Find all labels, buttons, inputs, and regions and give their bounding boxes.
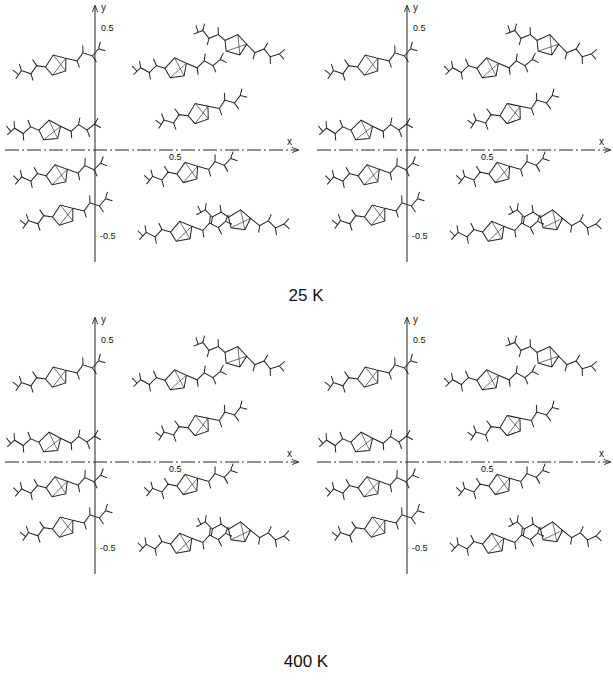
tick-value: 0.5 (412, 336, 427, 346)
tick-value: -0.5 (411, 544, 429, 554)
tick-value: 0.5 (100, 336, 115, 346)
stereo-panel (317, 318, 610, 574)
stereo-panel (5, 6, 298, 262)
tick-value: 0.5 (100, 24, 115, 34)
tick-value: -0.5 (99, 232, 117, 242)
tick-value: 0.5 (480, 153, 495, 163)
axis-label: x (598, 136, 605, 147)
tick-value: -0.5 (411, 232, 429, 242)
temperature-label: 400 K (283, 653, 329, 672)
temperature-label: 25 K (288, 287, 325, 306)
stereo-panel (317, 6, 610, 262)
axis-label: y (412, 314, 419, 325)
tick-value: 0.5 (168, 153, 183, 163)
tick-value: 0.5 (480, 465, 495, 475)
axis-label: x (286, 136, 293, 147)
axis-label: y (100, 2, 107, 13)
tick-value: -0.5 (99, 544, 117, 554)
tick-value: 0.5 (168, 465, 183, 475)
axis-label: y (412, 2, 419, 13)
axis-label: x (286, 448, 293, 459)
axis-label: y (100, 314, 107, 325)
axis-label: x (598, 448, 605, 459)
stereo-panel (5, 318, 298, 574)
tick-value: 0.5 (412, 24, 427, 34)
